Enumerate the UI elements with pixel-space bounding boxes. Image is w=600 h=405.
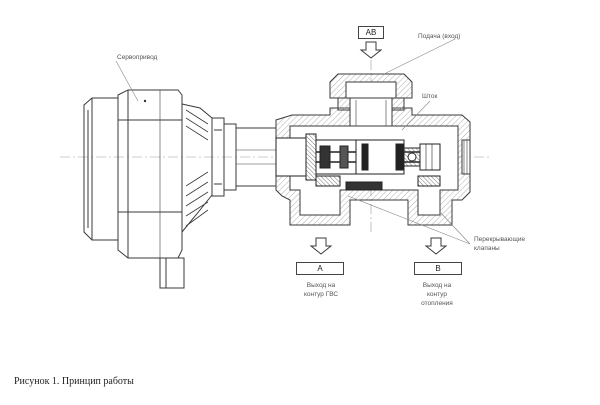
servo-label: Сервопривод: [117, 54, 158, 61]
figure-caption: Рисунок 1. Принцип работы: [14, 376, 134, 387]
outlet-a-arrow: [309, 237, 333, 255]
stem-label: Шток: [422, 93, 438, 100]
port-b-box: B: [414, 262, 462, 275]
outlet-b-label-line3: отопления: [421, 300, 453, 307]
valves-label-line2: клапаны: [474, 245, 500, 252]
outlet-a-label-line1: Выход на: [306, 282, 336, 289]
outlet-b-arrow: [424, 237, 448, 255]
supply-arrow: [359, 41, 383, 59]
servo-marker-dot: [143, 99, 147, 103]
leader-lines: [115, 38, 471, 245]
supply-port-nut: [329, 73, 413, 127]
port-ab-box: AB: [358, 26, 384, 39]
outlet-b-label-line2: контур: [427, 291, 447, 298]
valve-stem-assembly: [275, 133, 441, 191]
supply-label: Подача (вход): [418, 33, 461, 40]
servo-actuator: [83, 89, 277, 289]
valves-label-line1: Перекрывающие: [474, 236, 526, 243]
port-a-box: A: [296, 262, 344, 275]
outlet-b-label-line1: Выход на: [422, 282, 452, 289]
outlet-a-label-line2: контур ГВС: [303, 291, 339, 298]
